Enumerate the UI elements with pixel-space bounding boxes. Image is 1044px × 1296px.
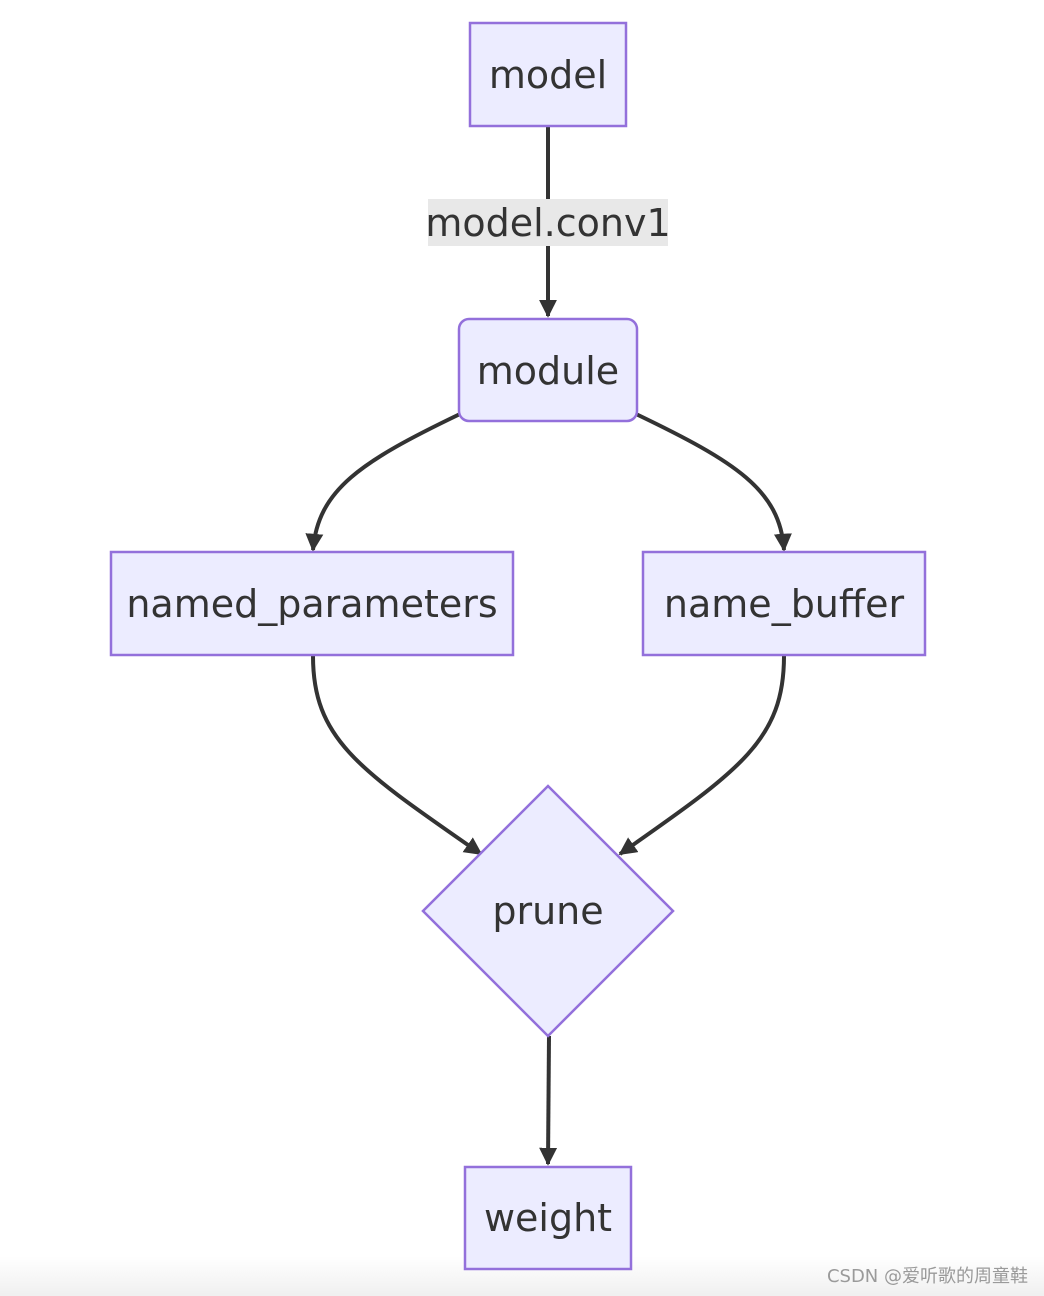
node-weight-box [463, 1165, 633, 1271]
edge-name-buffer-to-prune [618, 655, 786, 856]
edge-label-model-conv1: model.conv1 [425, 199, 671, 246]
node-name-buffer-box [641, 550, 927, 657]
edges [305, 126, 792, 1166]
node-model-box [468, 21, 628, 128]
node-module-label: module [477, 349, 619, 393]
edge-label-text: model.conv1 [425, 201, 670, 245]
watermark: CSDN @爱听歌的周童鞋 [826, 1266, 1028, 1287]
node-model-label: model [489, 53, 607, 97]
node-weight[interactable]: weight [463, 1165, 633, 1271]
node-prune-diamond [421, 784, 675, 1038]
node-name-buffer[interactable]: name_buffer [641, 550, 927, 657]
edge-named-parameters-to-prune [311, 655, 483, 856]
node-module-box [457, 317, 639, 423]
node-named-parameters[interactable]: named_parameters [109, 550, 515, 657]
node-prune-label: prune [492, 889, 603, 933]
node-named-parameters-label: named_parameters [126, 582, 497, 626]
node-name-buffer-label: name_buffer [664, 582, 905, 626]
edge-module-to-name-buffer [635, 412, 792, 552]
node-weight-label: weight [484, 1196, 612, 1240]
node-module[interactable]: module [457, 317, 639, 423]
edge-module-to-named-parameters [305, 412, 461, 552]
node-named-parameters-box [109, 550, 515, 657]
edge-prune-to-weight [539, 1035, 558, 1166]
node-prune[interactable]: prune [421, 784, 675, 1038]
node-model[interactable]: model [468, 21, 628, 128]
edge-label-background [428, 199, 668, 246]
